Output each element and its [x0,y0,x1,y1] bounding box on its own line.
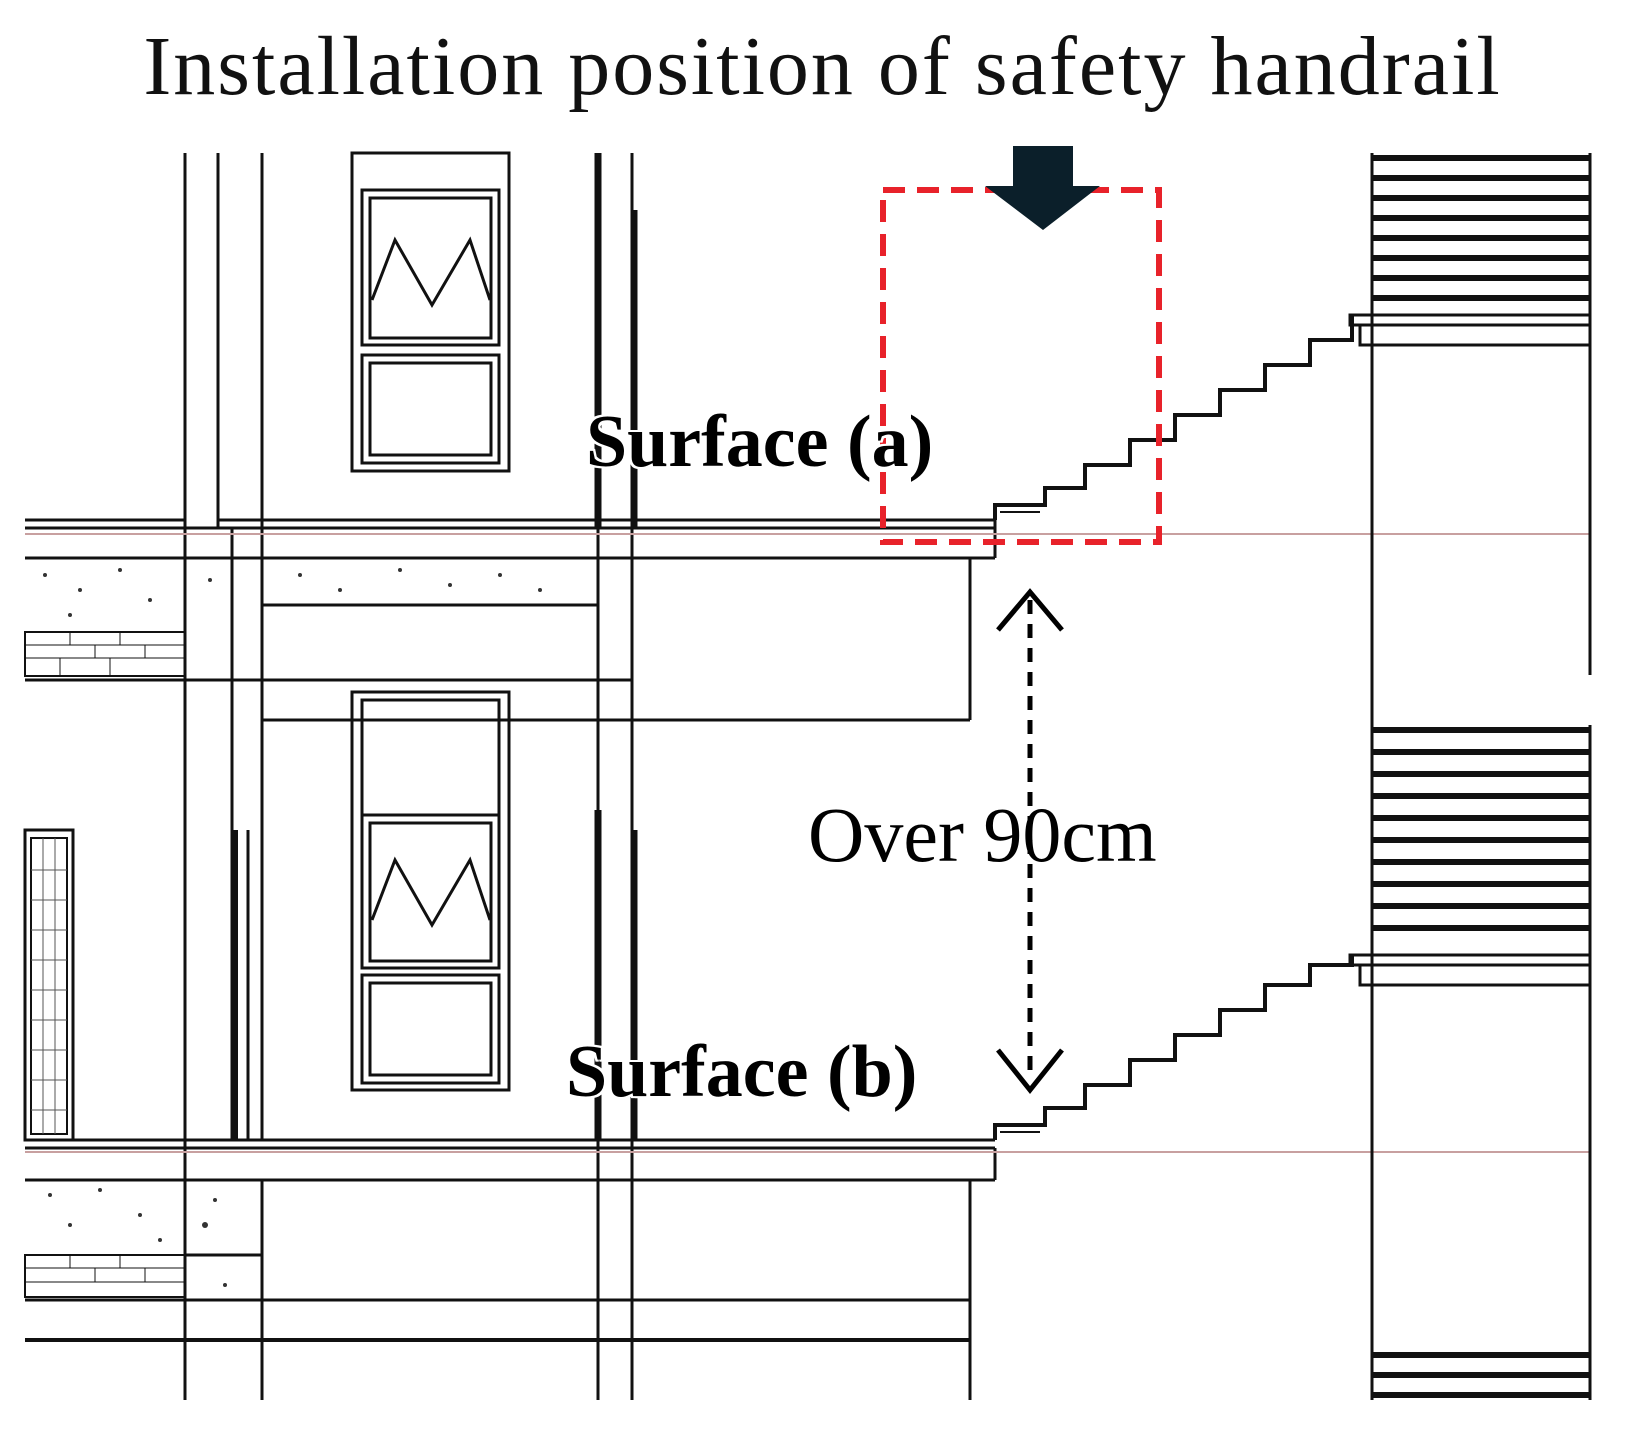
surface-b-label: Surface (b) [566,1031,918,1113]
surface-a-label: Surface (a) [586,401,934,483]
upper-window [350,151,511,473]
lower-floor [23,690,997,1400]
floor-reference-lines [25,533,1590,1153]
dimension-label: Over 90cm [808,791,1157,878]
concrete-hatch-upper [43,568,542,617]
dimension-arrow [996,588,1064,1095]
concrete-hatch-lower [48,1188,227,1287]
stair-upper [993,315,1354,520]
down-arrow-icon [985,146,1100,230]
door-grid [31,838,67,1134]
striped-panels [1372,155,1590,1398]
handrail-highlight-box [880,187,1162,545]
diagram-title: Installation position of safety handrail [143,20,1502,113]
stair-lower [993,955,1354,1140]
